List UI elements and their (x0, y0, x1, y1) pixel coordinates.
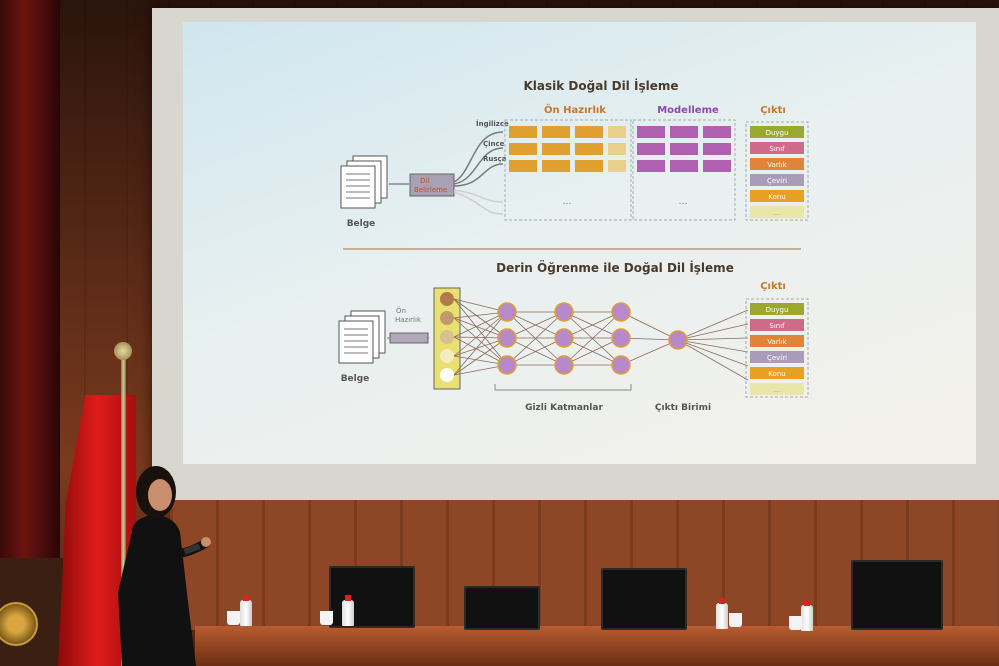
section-output: Çıktı (760, 105, 786, 116)
doc-label-bottom: Belge (341, 374, 370, 384)
output-top-1: Sınıf (769, 145, 785, 153)
output-top-0: Duygu (766, 129, 789, 137)
stage-curtain (0, 0, 60, 560)
monitor-3 (601, 568, 687, 630)
output-top-4: Konu (768, 193, 785, 201)
lang-english: İngilizce (476, 119, 509, 128)
document-icon-bottom (338, 310, 386, 364)
flag-pole (121, 350, 126, 666)
input-neurons (440, 292, 454, 382)
lang-detect-box (409, 173, 455, 197)
document-icon (340, 155, 388, 209)
output-neuron (668, 330, 688, 350)
output-top-3: Çeviri (767, 177, 787, 185)
dl-preprocess-l2: Hazırlık (395, 316, 422, 324)
slide-diagram: Klasik Doğal Dil İşleme Ön Hazırlık Mode… (338, 78, 809, 413)
lang-detect-l2: Belirleme (414, 186, 447, 194)
cup-4 (789, 616, 802, 630)
output-bottom-2: Varlık (767, 338, 787, 346)
hidden-neurons (497, 302, 631, 375)
output-box-top (745, 121, 809, 221)
output-list-top (750, 126, 804, 218)
output-bottom-0: Duygu (766, 306, 789, 314)
lang-detect-l1: Dil (420, 177, 429, 185)
hidden-layers-bracket (494, 384, 632, 391)
section-output-bottom: Çıktı (760, 281, 786, 292)
modelling-blocks (637, 126, 731, 172)
language-branches (453, 131, 504, 215)
dl-preprocess-l1: Ön (396, 306, 406, 315)
preprocess-blocks (509, 126, 626, 172)
output-top-5: ... (774, 209, 781, 217)
presenter (118, 466, 211, 666)
dl-preprocess-box (389, 332, 429, 344)
top-title: Klasik Doğal Dil İşleme (524, 78, 679, 93)
output-bottom-3: Çeviri (767, 354, 787, 362)
monitor-2 (464, 586, 540, 630)
preprocess-ellipsis: … (563, 197, 572, 207)
output-bottom-5: ... (774, 386, 781, 394)
output-unit-label: Çıktı Birimi (655, 403, 711, 413)
panel-table (195, 626, 999, 666)
cup-3 (729, 613, 742, 627)
output-bottom-1: Sınıf (769, 322, 785, 330)
hidden-layers-label: Gizli Katmanlar (525, 403, 603, 413)
section-preprocess: Ön Hazırlık (544, 102, 606, 116)
water-bottle-4 (801, 600, 813, 631)
water-bottle-2 (342, 595, 354, 626)
output-top-2: Varlık (767, 161, 787, 169)
modelling-box (632, 119, 736, 221)
flag-finial (114, 342, 132, 360)
water-bottle-3 (716, 598, 728, 629)
output-bottom-4: Konu (768, 370, 785, 378)
water-bottle-1 (240, 595, 252, 626)
section-modelling: Modelleme (657, 105, 719, 116)
cup-1 (227, 611, 240, 625)
monitor-4 (851, 560, 943, 630)
presentation-slide: Klasik Doğal Dil İşleme Ön Hazırlık Mode… (183, 22, 976, 464)
institution-seal-icon (0, 602, 38, 646)
doc-label-top: Belge (347, 219, 376, 229)
cup-2 (320, 611, 333, 625)
output-list-bottom (750, 303, 804, 395)
lang-chinese: Çince (483, 140, 505, 148)
lang-russian: Rusça (483, 155, 507, 163)
modelling-ellipsis: … (679, 197, 688, 207)
preprocess-box (504, 119, 632, 221)
bottom-title: Derin Öğrenme ile Doğal Dil İşleme (496, 260, 734, 275)
output-box-bottom (745, 298, 809, 398)
